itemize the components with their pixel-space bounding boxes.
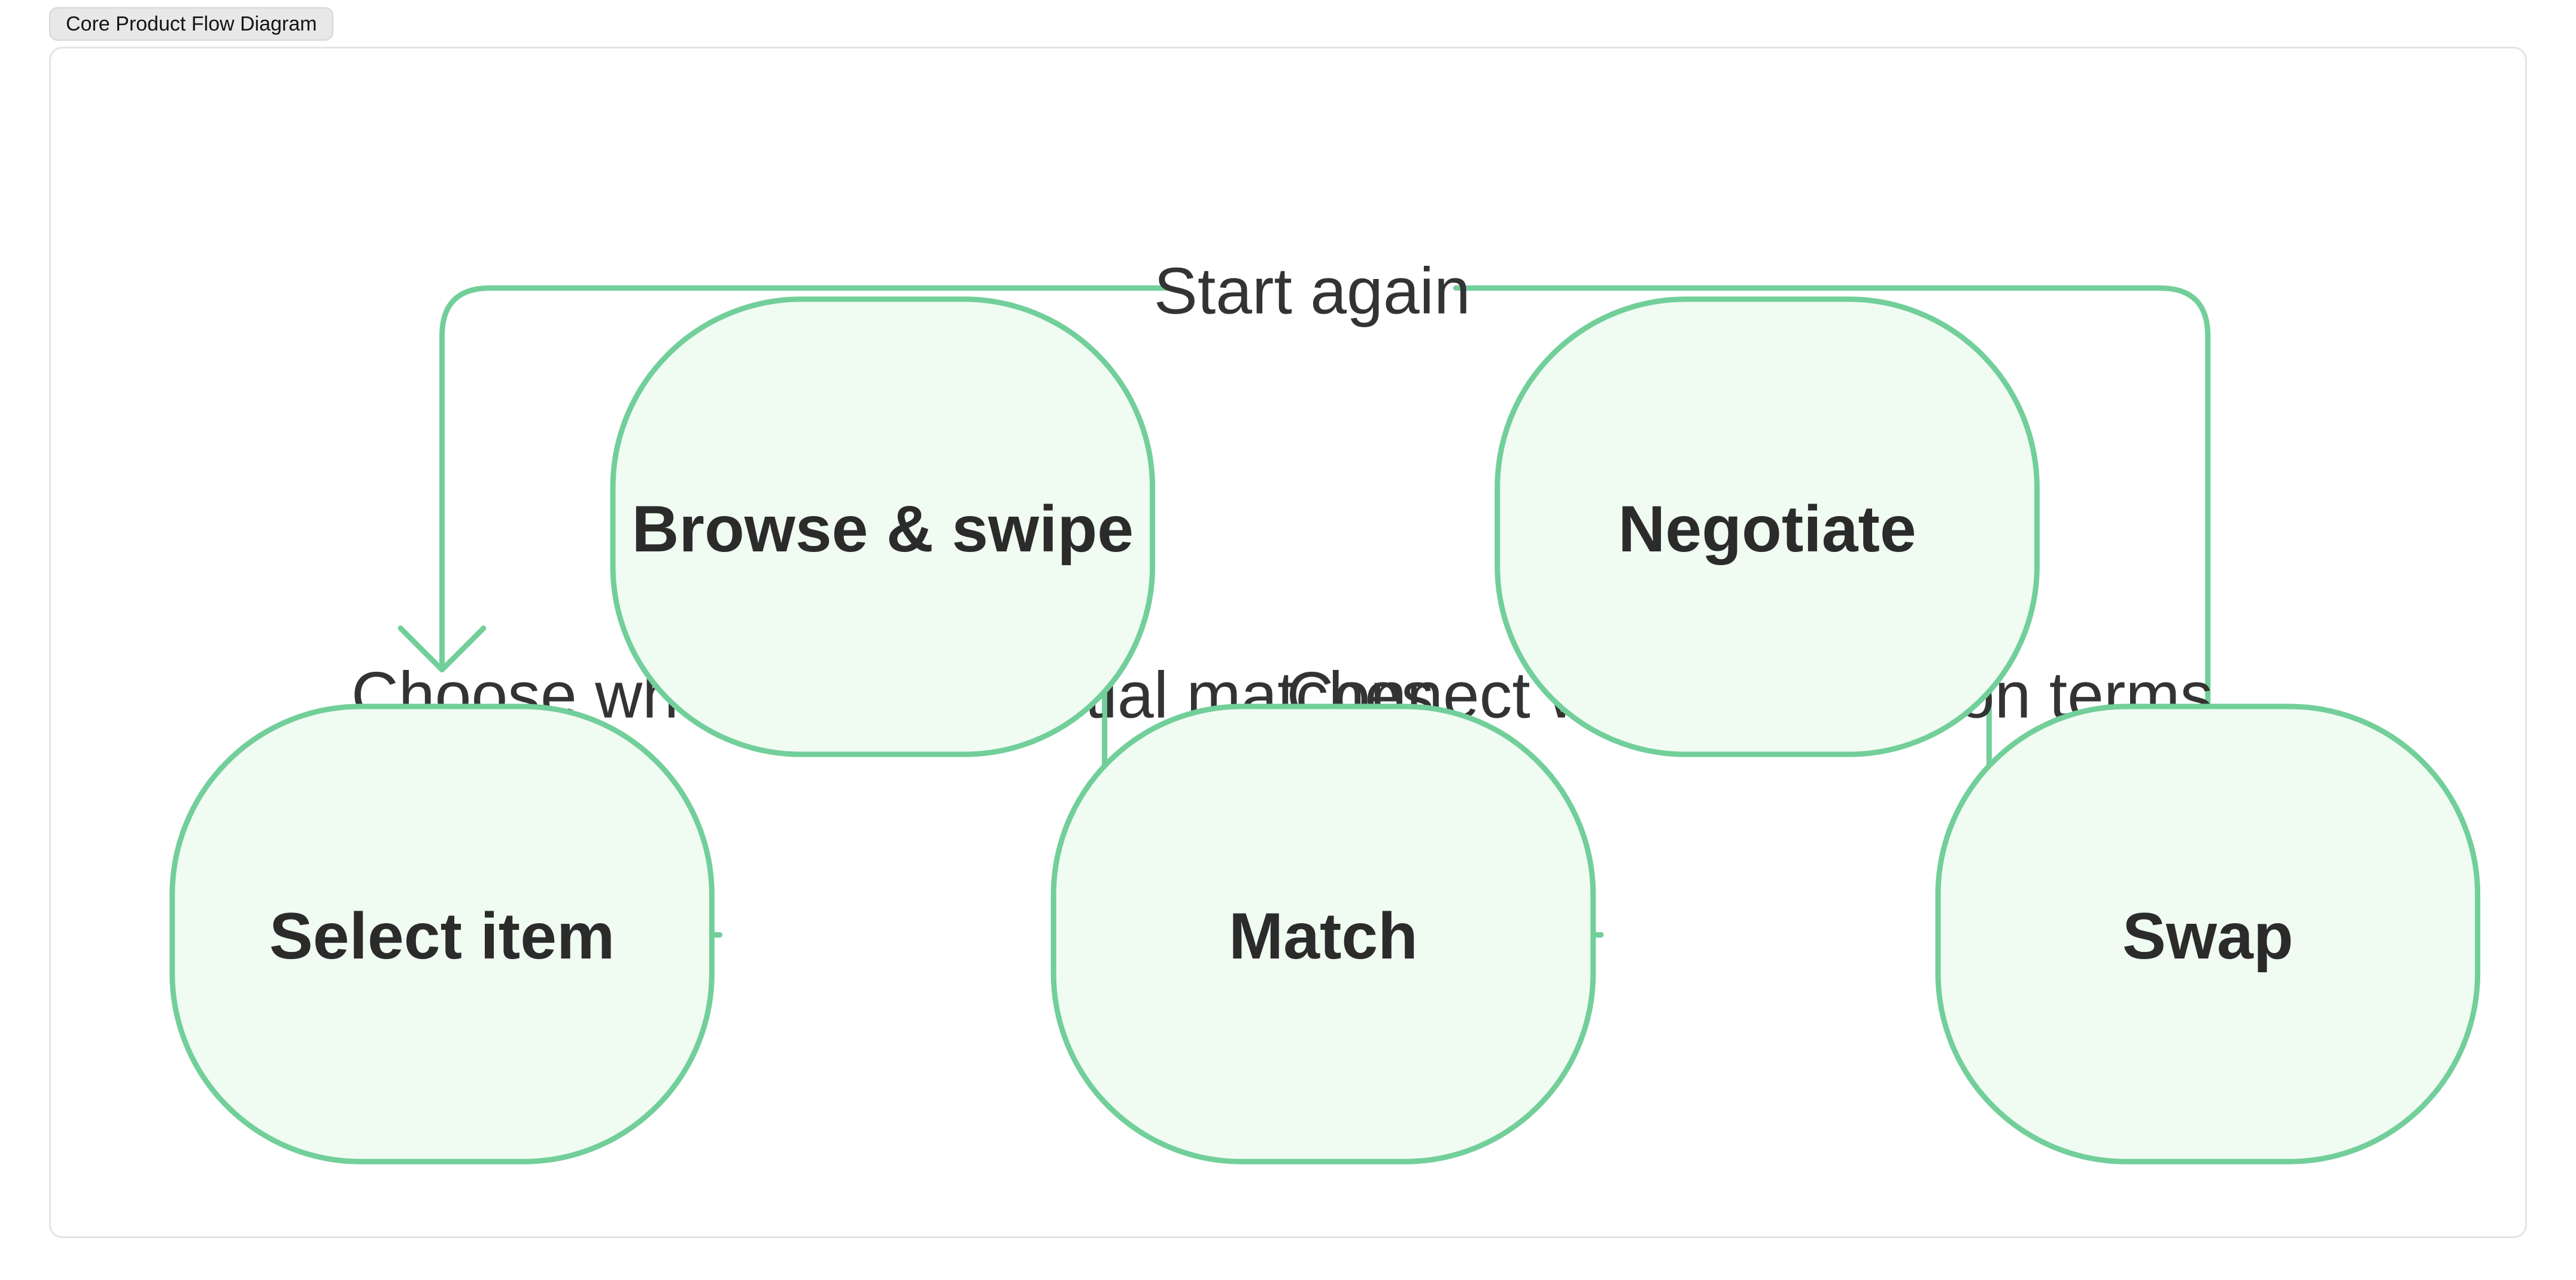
diagram-canvas-frame[interactable]: Start again Choose what to trade Find po… (49, 47, 2527, 1238)
diagram-title-chip[interactable]: Core Product Flow Diagram (49, 7, 334, 41)
diagram-scale-group: Start again Choose what to trade Find po… (169, 254, 2481, 1164)
edge-swap-to-select-item-path-right (1453, 285, 2211, 820)
node-swap[interactable]: Swap (1935, 703, 2481, 1164)
node-select-item-label: Select item (269, 900, 615, 973)
node-browse-swipe-shape (610, 296, 1156, 757)
node-swap-label: Swap (2122, 900, 2294, 973)
edge-label-start-again: Start again (1154, 254, 1471, 327)
node-swap-shape (1935, 703, 2481, 1164)
diagram-title-label: Core Product Flow Diagram (66, 13, 317, 35)
node-negotiate-label: Negotiate (1618, 493, 1916, 566)
edge-swap-to-select-item[interactable]: Start again (397, 254, 2211, 820)
flow-diagram-svg[interactable]: Start again Choose what to trade Find po… (51, 48, 2529, 1240)
node-match-label: Match (1229, 900, 1418, 973)
node-select-item-shape (169, 703, 715, 1164)
node-select-item[interactable]: Select item (169, 703, 715, 1164)
node-negotiate-shape (1494, 296, 2040, 757)
edge-swap-to-select-item-path-left (439, 285, 1171, 673)
node-match[interactable]: Match (1050, 703, 1596, 1164)
node-browse-swipe-label: Browse & swipe (631, 493, 1134, 566)
edge-swap-to-select-item-arrowhead (397, 625, 487, 673)
node-match-shape (1050, 703, 1596, 1164)
node-browse-swipe[interactable]: Browse & swipe (610, 296, 1156, 757)
node-negotiate[interactable]: Negotiate (1494, 296, 2040, 757)
